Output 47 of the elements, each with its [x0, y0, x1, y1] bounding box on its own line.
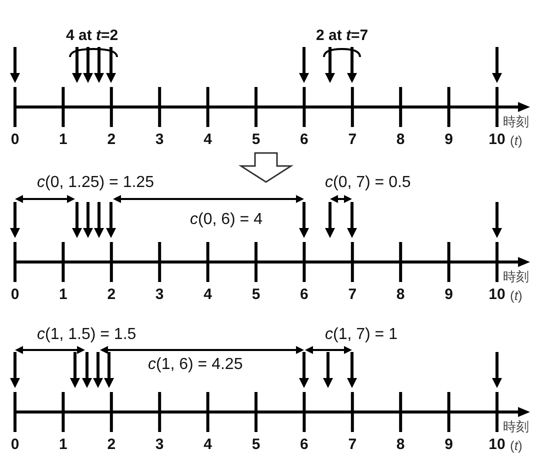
formula-label: c(0, 7) = 0.5: [325, 174, 411, 192]
tick-label: 4: [204, 287, 212, 304]
tick-label: 10: [488, 287, 506, 304]
tick-label: 0: [10, 132, 20, 148]
tick-label: 6: [300, 287, 308, 304]
tick-label: 10: [488, 437, 506, 454]
tick-label: 4: [204, 437, 212, 454]
tick-label: 5: [252, 132, 260, 148]
tick-label: 1: [59, 287, 68, 304]
tick-label: 2: [107, 132, 116, 148]
tick-label: 9: [444, 132, 453, 148]
formula-label: c(1, 7) = 1: [325, 326, 398, 344]
tick-label: 2: [107, 437, 116, 454]
axis-unit: (t): [510, 439, 522, 454]
axis-label: 時刻: [503, 115, 529, 130]
tick-label: 7: [348, 287, 357, 304]
tick-label: 2: [107, 287, 116, 304]
tick-label: 8: [396, 437, 405, 454]
tick-label: 4: [204, 132, 212, 148]
tick-label: 3: [155, 132, 164, 148]
axis-label: 時刻: [503, 420, 529, 434]
tick-label: 6: [300, 437, 308, 454]
tick-label: 3: [155, 287, 164, 304]
tick-label: 1: [59, 437, 68, 454]
tick-label: 7: [348, 437, 357, 454]
annotation-label: 4 at t=2: [66, 28, 118, 44]
tick-label: 10: [488, 132, 506, 148]
formula-label: c(0, 1.25) = 1.25: [37, 174, 154, 192]
formula-label: c(1, 6) = 4.25: [148, 356, 243, 374]
tick-label: 5: [252, 287, 260, 304]
formula-label: c(1, 1.5) = 1.5: [37, 326, 136, 344]
axis-unit: (t): [510, 134, 522, 148]
tick-label: 9: [444, 437, 453, 454]
axis-unit: (t): [510, 289, 522, 304]
tick-label: 1: [59, 132, 68, 148]
tick-label: 8: [396, 132, 405, 148]
tick-label: 8: [396, 287, 405, 304]
tick-label: 9: [444, 287, 453, 304]
tick-label: 7: [348, 132, 357, 148]
tick-label: 3: [155, 437, 164, 454]
tick-label: 0: [10, 437, 20, 454]
formula-label: c(0, 6) = 4: [190, 211, 262, 229]
tick-label: 6: [300, 132, 308, 148]
tick-label: 0: [10, 287, 20, 304]
tick-label: 5: [252, 437, 260, 454]
annotation-label: 2 at t=7: [316, 28, 368, 44]
axis-label: 時刻: [503, 270, 529, 284]
